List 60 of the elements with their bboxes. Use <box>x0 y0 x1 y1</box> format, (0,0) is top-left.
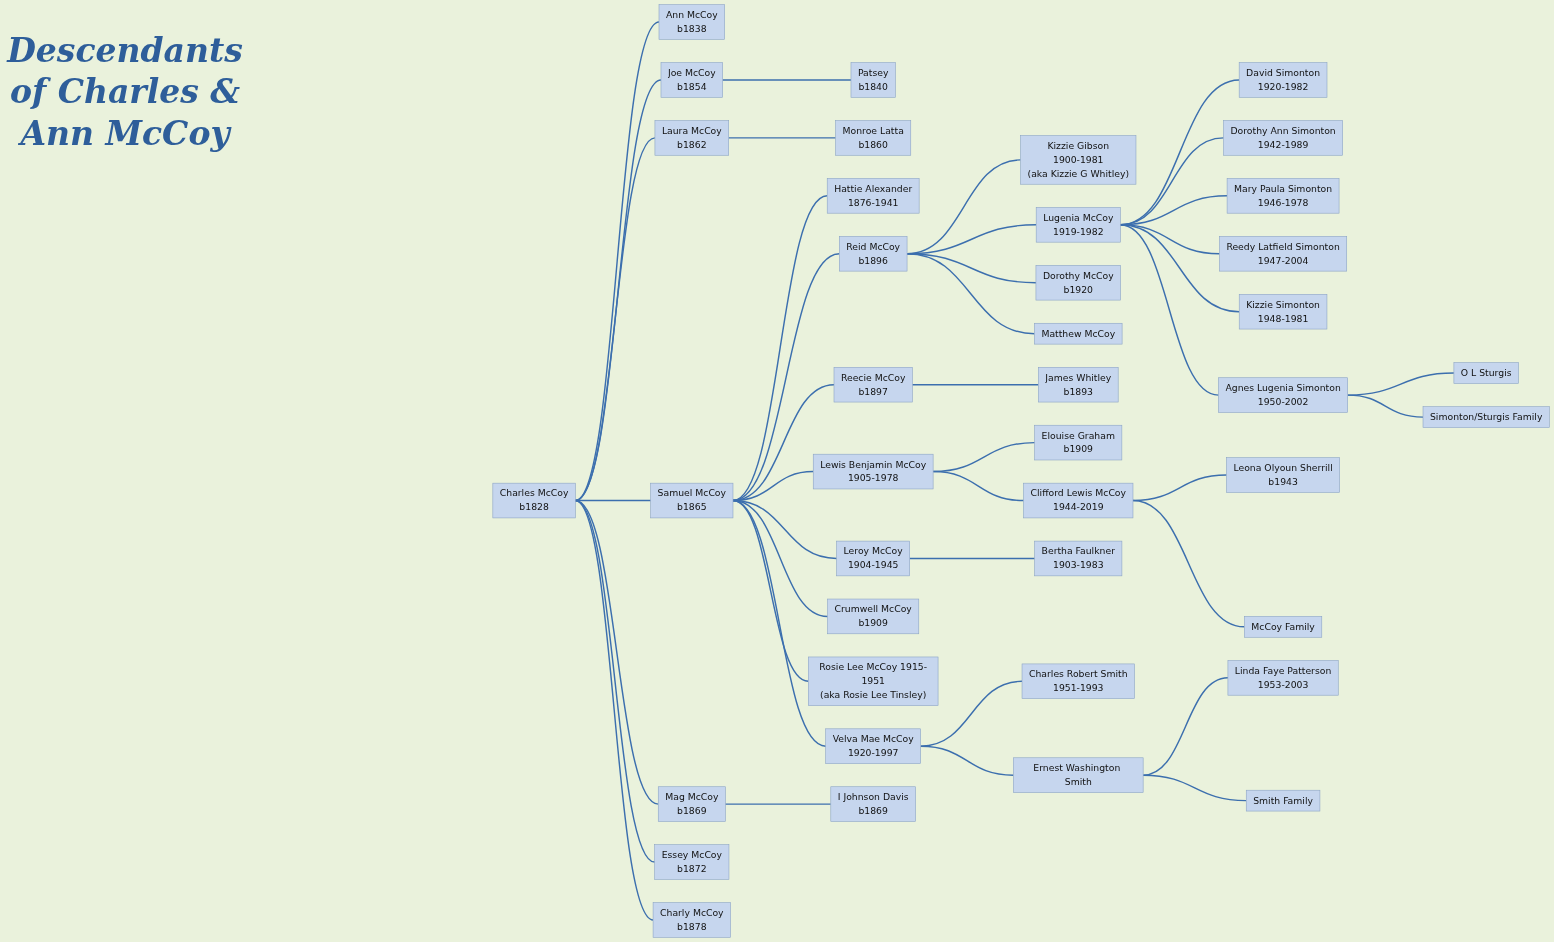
node-box: Essey McCoy b1872 <box>654 844 730 880</box>
connector <box>906 253 1036 335</box>
node-box: Charles Robert Smith 1951-1993 <box>1021 663 1135 699</box>
node-box: Patsey b1840 <box>850 62 896 98</box>
connector <box>1142 774 1247 802</box>
node-box: Agnes Lugenia Simonton 1950-2002 <box>1218 377 1348 413</box>
node-box: Ernest Washington Smith <box>1013 757 1144 793</box>
connector <box>728 137 837 139</box>
node-box: Rosie Lee McCoy 1915-1951 (aka Rosie Lee Tinsley) <box>808 656 939 706</box>
node-box: Smith Family <box>1245 789 1321 812</box>
node-box: Kizzie Gibson 1900-1981 (aka Kizzie G Whitley) <box>1020 135 1137 185</box>
node-box: Lugenia McCoy 1919-1982 <box>1035 207 1121 243</box>
node-box: Dorothy Ann Simonton 1942-1989 <box>1223 120 1343 156</box>
connector <box>574 499 654 921</box>
node-box: Mag McCoy b1869 <box>657 786 726 822</box>
connector <box>919 680 1023 747</box>
connector <box>732 499 810 683</box>
node-box: Joe McCoy b1854 <box>660 62 723 98</box>
node-box: Mary Paula Simonton 1946-1978 <box>1226 178 1340 214</box>
node-box: Kizzie Simonton 1948-1981 <box>1238 294 1328 330</box>
chart-title: Descendants of Charles & Ann McCoy <box>6 30 244 154</box>
node-box: Laura McCoy b1862 <box>654 120 729 156</box>
node-box: Hattie Alexander 1876-1941 <box>826 178 920 214</box>
node-box: Leona Olyoun Sherrill b1943 <box>1226 457 1340 493</box>
node-box: Bertha Faulkner 1903-1983 <box>1034 540 1123 577</box>
connector <box>1119 224 1220 396</box>
node-box: Reid McCoy b1896 <box>839 236 908 272</box>
node-box: McCoy Family <box>1244 616 1323 638</box>
node-box: I Johnson Davis b1869 <box>830 786 916 822</box>
connector <box>724 803 832 805</box>
node-box: Clifford Lewis McCoy 1944-2019 <box>1023 482 1134 519</box>
connector <box>932 470 1025 502</box>
connector <box>721 79 852 81</box>
node-box: Charles McCoy b1828 <box>492 482 576 519</box>
connector <box>732 499 827 747</box>
connector <box>732 253 841 502</box>
node-box: Linda Faye Patterson 1953-2003 <box>1227 660 1339 696</box>
node-box: Reecie McCoy b1897 <box>833 367 913 403</box>
node-box: Lewis Benjamin McCoy 1905-1978 <box>812 453 934 490</box>
node-box: Simonton/Sturgis Family <box>1422 406 1550 428</box>
node-box: David Simonton 1920-1982 <box>1238 62 1328 98</box>
node-box: Matthew McCoy <box>1034 322 1123 345</box>
connector <box>911 383 1040 386</box>
connector <box>1132 499 1246 628</box>
node-box: Charly McCoy b1878 <box>652 902 731 938</box>
node-box: Leroy McCoy 1904-1945 <box>836 540 910 577</box>
connector <box>1346 394 1424 418</box>
node-box: James Whitley b1893 <box>1038 367 1119 403</box>
connector <box>908 557 1036 560</box>
connector <box>574 137 656 502</box>
connector <box>919 745 1015 776</box>
node-box: Samuel McCoy b1865 <box>650 482 734 519</box>
node-box: Reedy Latfield Simonton 1947-2004 <box>1219 236 1347 272</box>
node-box: Velva Mae McCoy 1920-1997 <box>825 728 921 764</box>
node-box: Crumwell McCoy b1909 <box>827 598 920 635</box>
node-box: O L Sturgis <box>1453 362 1519 384</box>
node-box: Dorothy McCoy b1920 <box>1035 265 1121 301</box>
node-box: Monroe Latta b1860 <box>835 120 912 156</box>
node-box: Elouise Graham b1909 <box>1034 424 1123 461</box>
node-box: Ann McCoy b1838 <box>658 4 725 40</box>
